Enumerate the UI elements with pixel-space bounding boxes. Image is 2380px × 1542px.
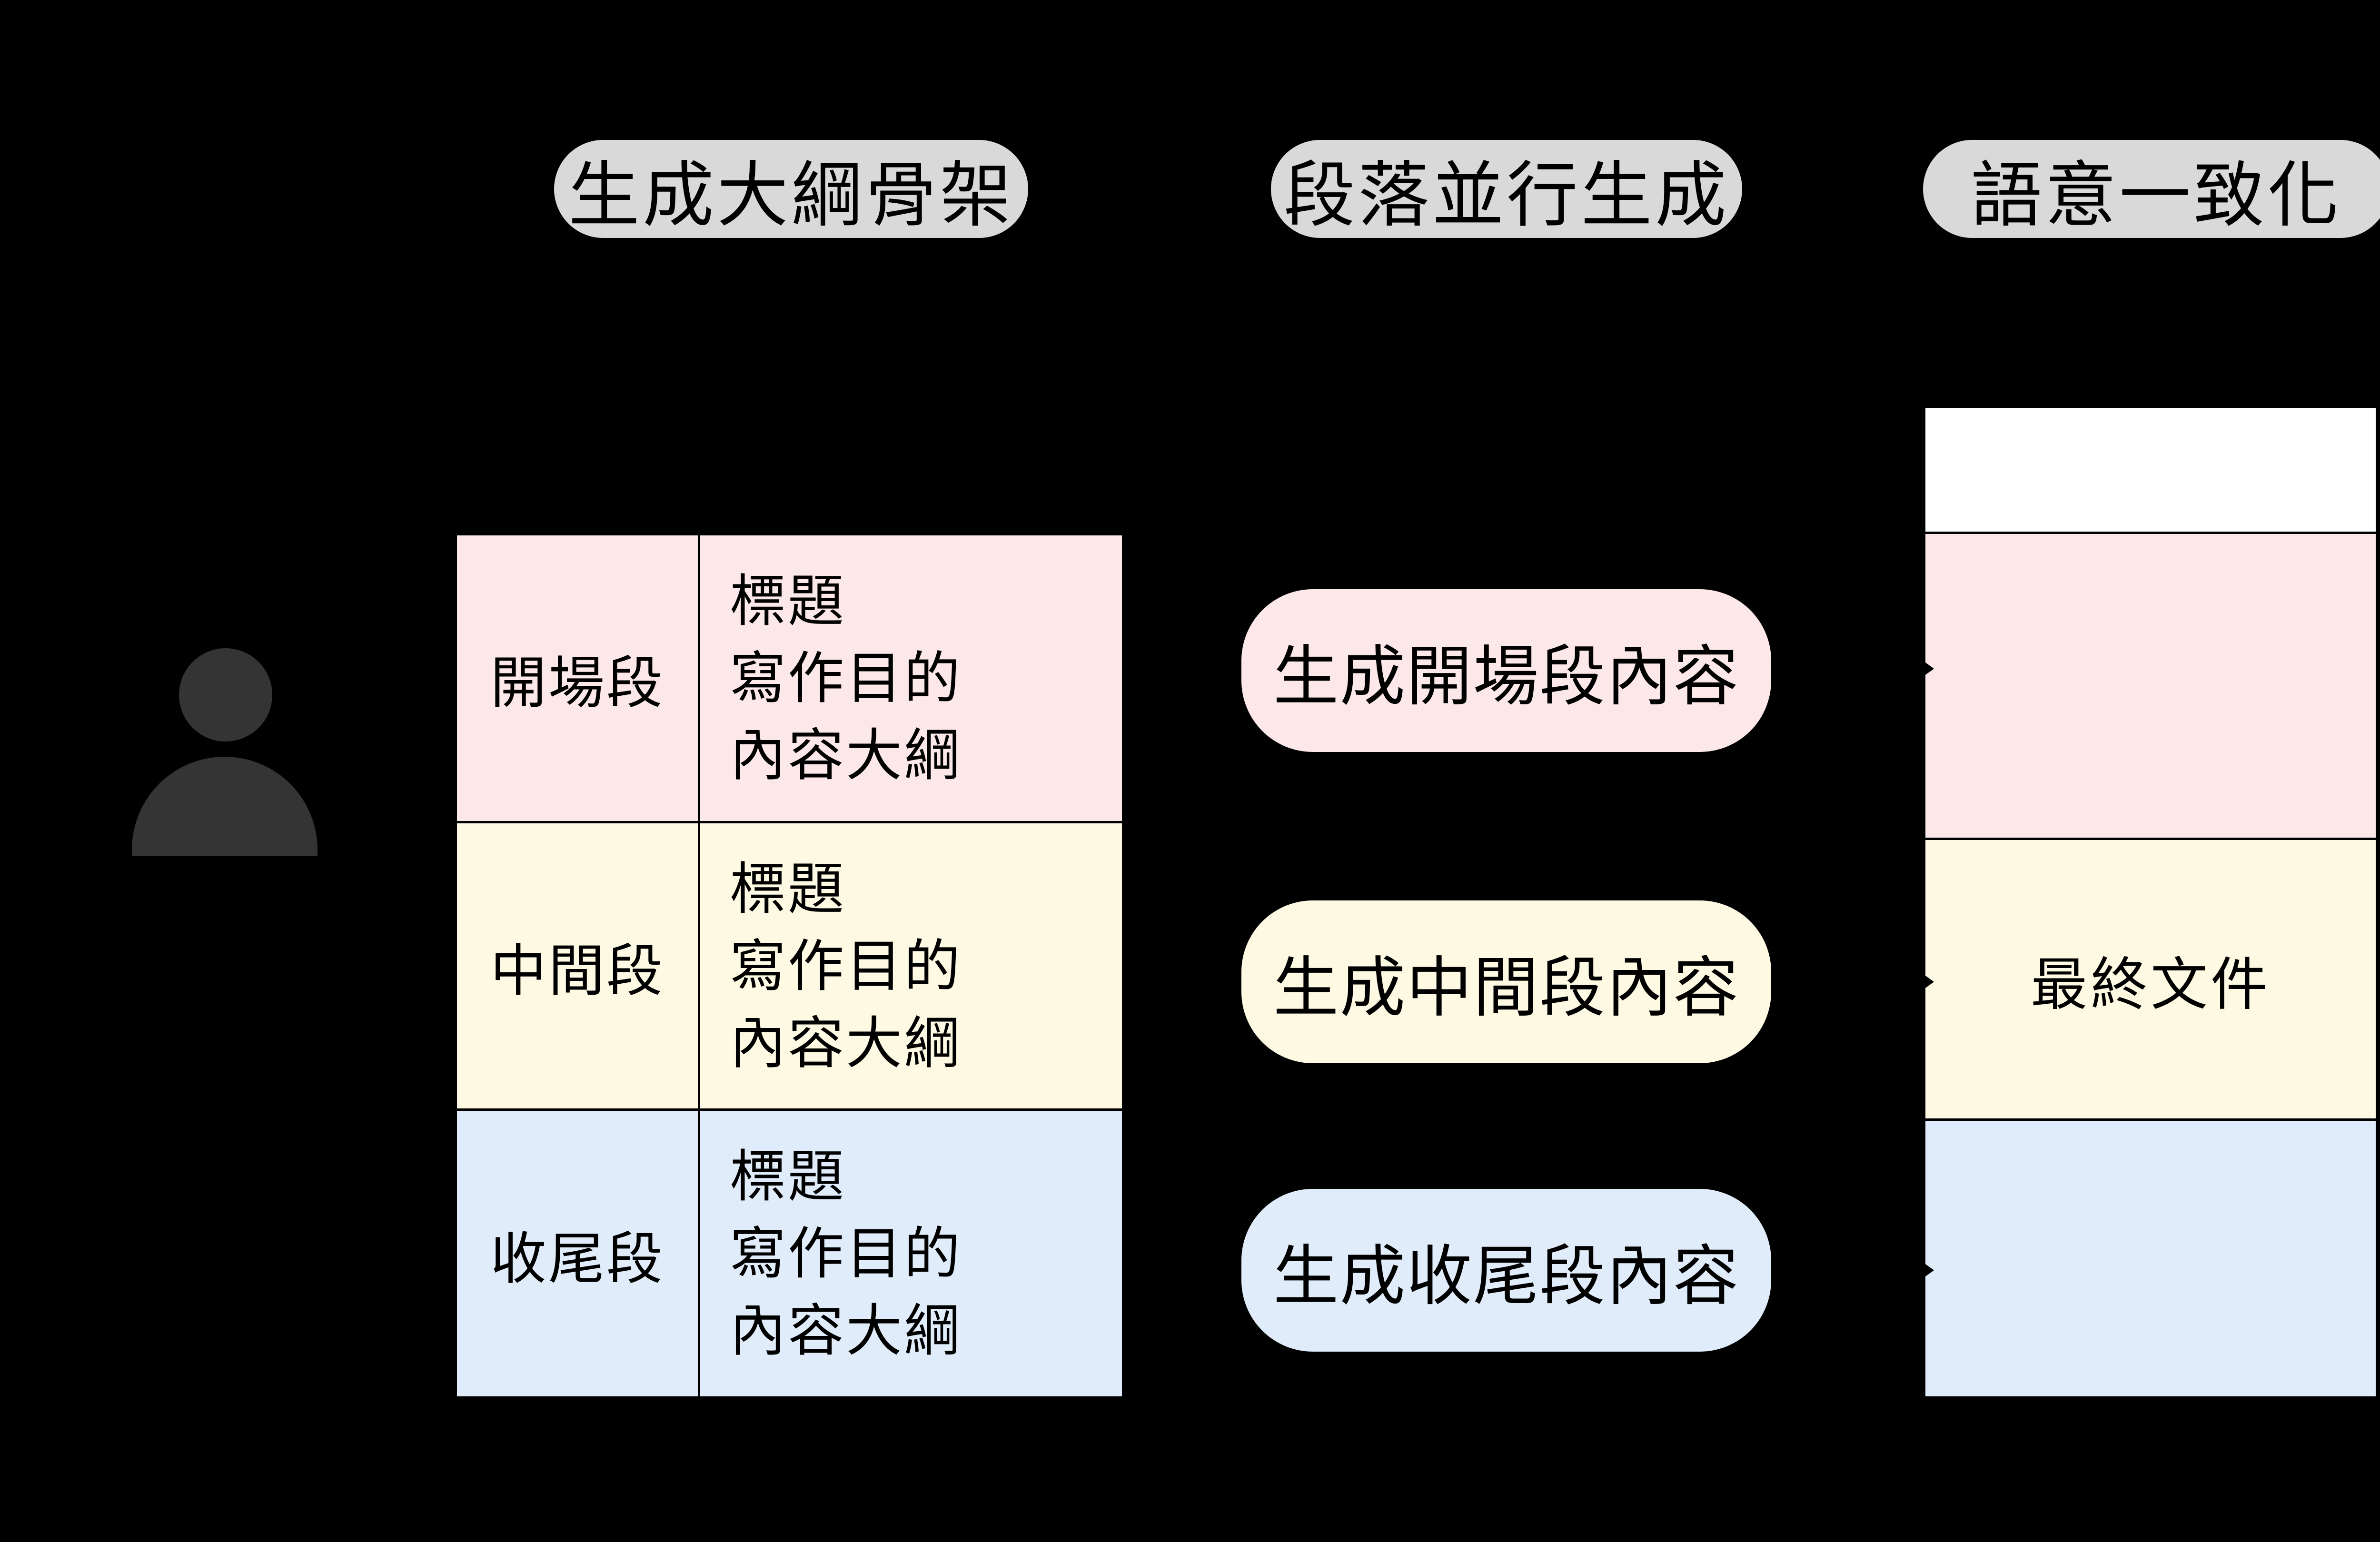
user-icon-head — [179, 648, 272, 741]
stage-pill-outline-skeleton: 生成大綱骨架 — [554, 140, 1028, 238]
row-detail-cell: 標題 寫作目的 內容大綱 — [700, 535, 1122, 821]
detail-line: 內容大綱 — [730, 1010, 962, 1076]
final-document-section-middle: 最終文件 — [1925, 838, 2376, 1118]
final-document-section-header — [1925, 408, 2376, 532]
arrowhead-icon — [1925, 1264, 1934, 1276]
generate-box-label: 生成收尾段內容 — [1273, 1238, 1740, 1315]
table-row-closing: 收尾段 標題 寫作目的 內容大綱 — [457, 1108, 1122, 1397]
generate-box-label: 生成開場段內容 — [1273, 638, 1740, 715]
stage-pill-label: 語意一致化 — [1970, 154, 2342, 237]
detail-line: 內容大綱 — [730, 1298, 962, 1364]
generate-opening-box: 生成開場段內容 — [1241, 589, 1771, 752]
row-section-label: 中間段 — [457, 823, 700, 1109]
final-document-section-opening — [1925, 532, 2376, 838]
row-section-label: 收尾段 — [457, 1111, 700, 1397]
row-detail-cell: 標題 寫作目的 內容大綱 — [700, 823, 1122, 1109]
stage-pill-semantic-consistency: 語意一致化 — [1923, 140, 2380, 238]
detail-line: 標題 — [730, 1144, 846, 1210]
final-document-column: 最終文件 — [1923, 405, 2378, 1399]
generate-closing-box: 生成收尾段內容 — [1241, 1189, 1771, 1352]
detail-line: 寫作目的 — [730, 645, 962, 711]
row-detail-cell: 標題 寫作目的 內容大綱 — [700, 1111, 1122, 1396]
stage-pill-label: 生成大綱骨架 — [568, 154, 1014, 237]
detail-line: 標題 — [730, 856, 846, 922]
row-section-label: 開場段 — [457, 535, 700, 821]
table-row-opening: 開場段 標題 寫作目的 內容大綱 — [457, 535, 1122, 821]
detail-line: 標題 — [730, 568, 846, 634]
outline-table: 開場段 標題 寫作目的 內容大綱 中間段 標題 寫作目的 內容大綱 收尾段 標題… — [455, 533, 1124, 1399]
generate-box-label: 生成中間段內容 — [1273, 949, 1740, 1026]
stage-pill-parallel-generation: 段落並行生成 — [1271, 140, 1742, 238]
user-icon-body — [132, 757, 317, 856]
detail-line: 寫作目的 — [730, 1221, 962, 1287]
detail-line: 內容大綱 — [730, 722, 962, 788]
final-document-label: 最終文件 — [2031, 951, 2271, 1018]
final-document-section-closing — [1925, 1118, 2376, 1396]
detail-line: 寫作目的 — [730, 933, 962, 999]
generate-middle-box: 生成中間段內容 — [1241, 900, 1771, 1063]
table-row-middle: 中間段 標題 寫作目的 內容大綱 — [457, 820, 1122, 1109]
stage-pill-label: 段落並行生成 — [1283, 154, 1729, 237]
arrowhead-icon — [1925, 662, 1934, 675]
arrowhead-icon — [1925, 976, 1934, 988]
